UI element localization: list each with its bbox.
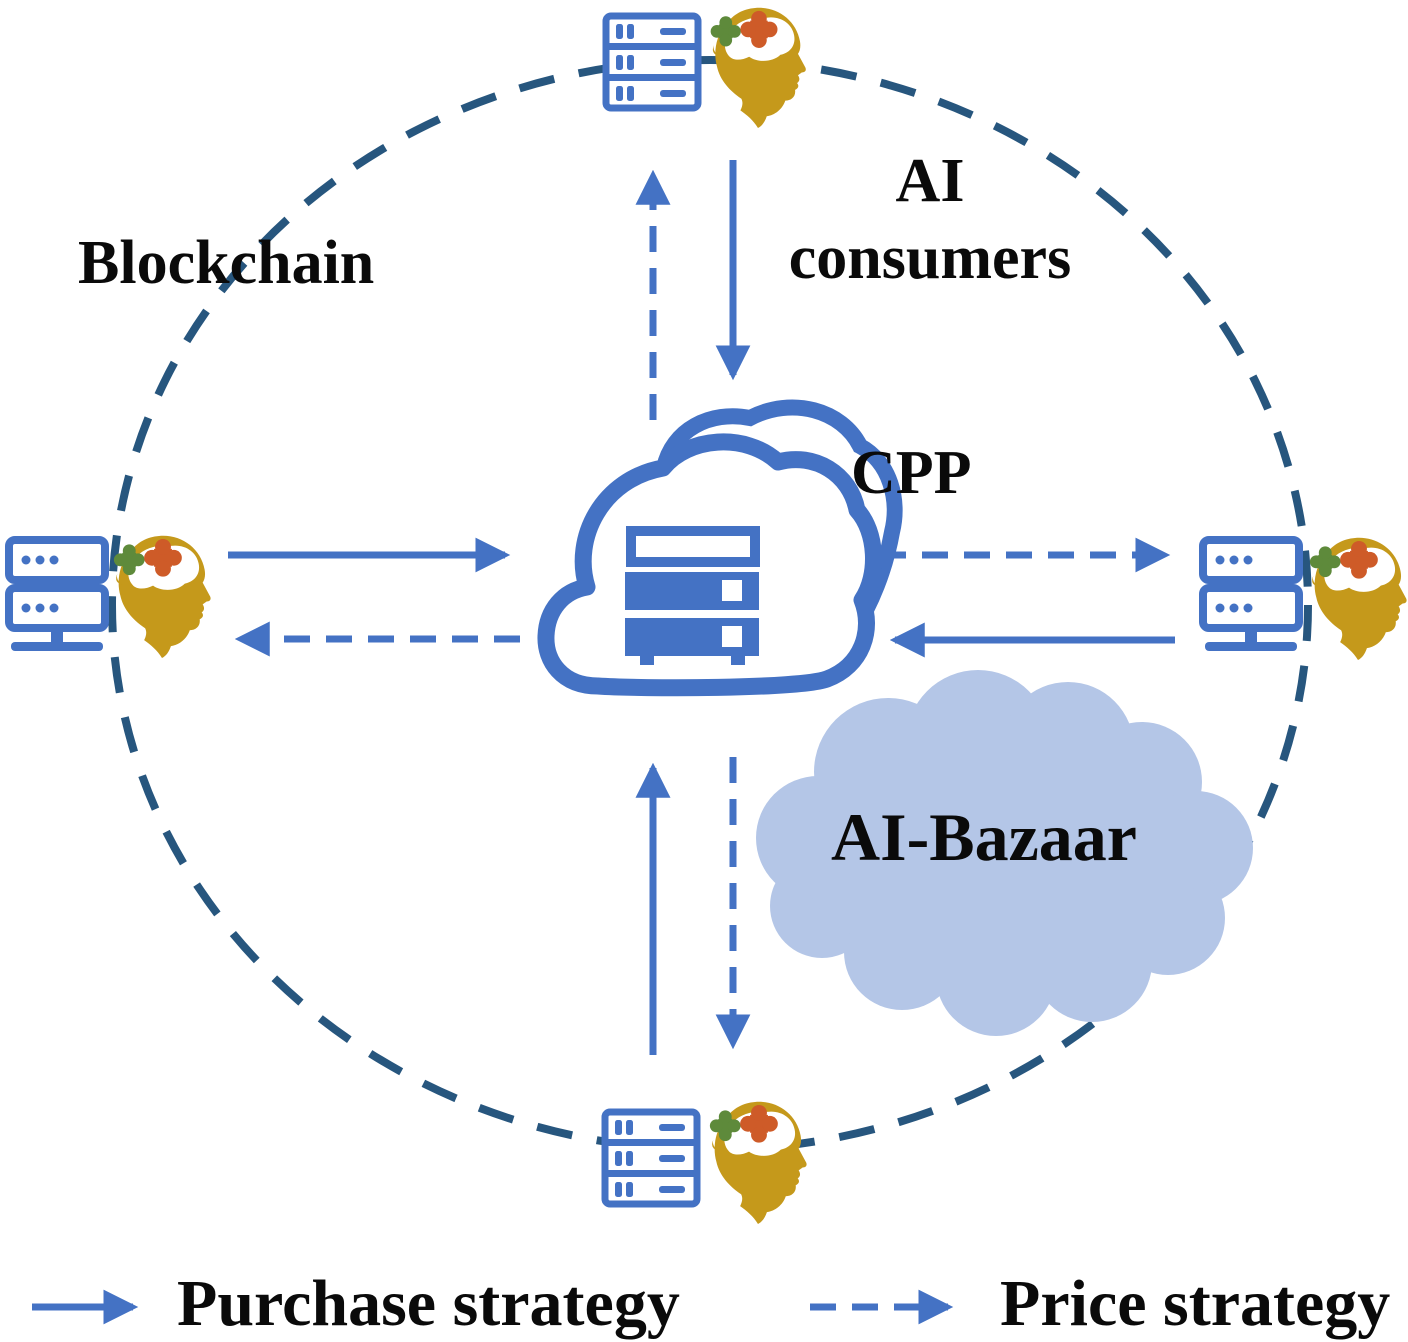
server-rack-icon <box>606 16 698 108</box>
ai-brain-head-icon <box>113 535 211 658</box>
ai-consumers-line2: consumers <box>788 223 1072 292</box>
bazaar-cloud-shape <box>756 670 1253 1036</box>
blockchain-ring <box>108 56 1312 1154</box>
server-rack-icon <box>605 1112 697 1204</box>
blockchain-label: Blockchain <box>78 229 375 297</box>
ai-bazaar-label: AI-Bazaar <box>831 799 1137 875</box>
consumer-node-bottom <box>605 1101 807 1224</box>
ai-brain-head-icon <box>709 1101 807 1224</box>
ai-brain-head-icon <box>710 7 806 128</box>
cloud-echo-arc <box>656 399 903 648</box>
ai-brain-head-icon <box>1309 537 1407 660</box>
cloud-server-stack <box>625 526 760 665</box>
cloud-server-icon <box>537 399 903 697</box>
legend-price-label: Price strategy <box>1000 1267 1391 1340</box>
ai-consumers-label: AI consumers <box>770 143 1090 297</box>
ai-consumers-line1: AI <box>895 147 965 215</box>
workstation-icon <box>1203 540 1299 651</box>
legend-purchase-label: Purchase strategy <box>177 1267 680 1340</box>
workstation-icon <box>9 540 105 651</box>
consumer-node-top <box>606 7 806 128</box>
cpp-label: CPP <box>851 439 972 507</box>
